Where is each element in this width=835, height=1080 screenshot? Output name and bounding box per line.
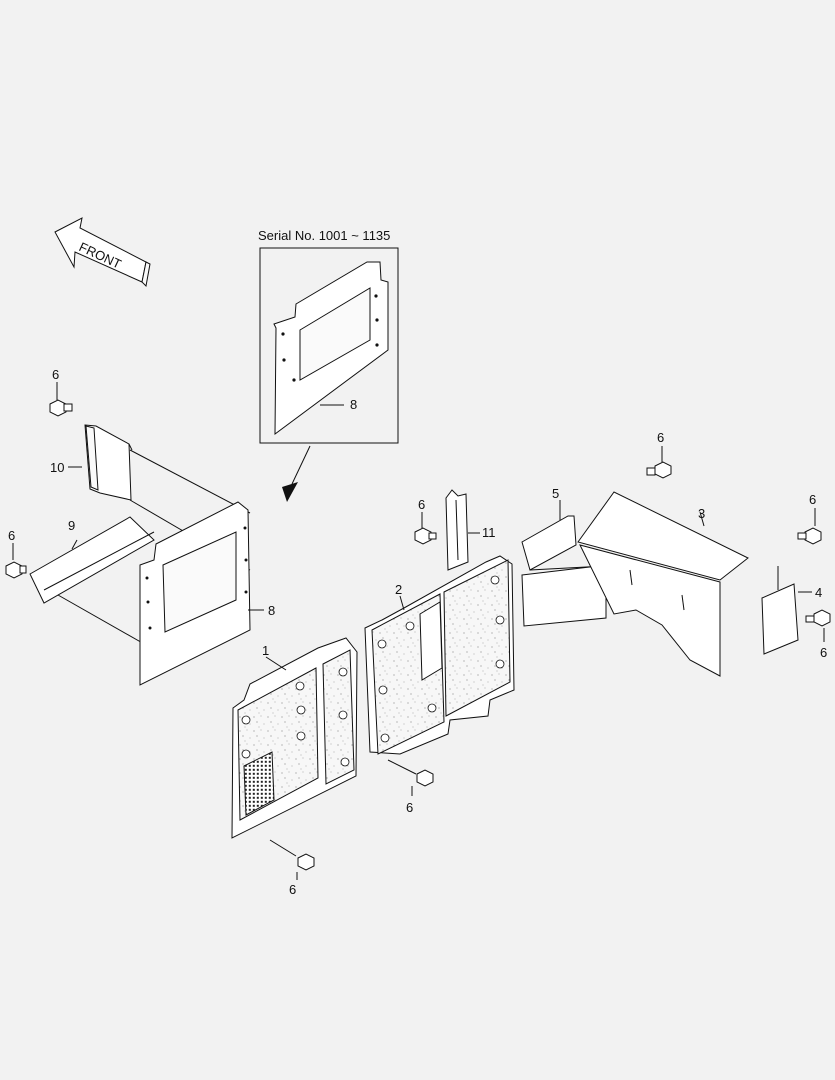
callout-6c: 6 bbox=[289, 882, 296, 897]
bolt-6-upper-left: 6 bbox=[49, 367, 73, 417]
part-8-panel: 8 bbox=[139, 501, 275, 686]
callout-6g: 6 bbox=[809, 492, 816, 507]
callout-6e: 6 bbox=[418, 497, 425, 512]
bolt-6-upper-center: 6 bbox=[414, 497, 437, 545]
bolt-6-top-right: 6 bbox=[646, 430, 672, 479]
part-9-angle: 9 bbox=[29, 516, 155, 646]
inset-title: Serial No. 1001 ~ 1135 bbox=[258, 228, 390, 243]
part-1-panel: 1 bbox=[231, 637, 358, 839]
bolt-6-bottom: 6 bbox=[269, 839, 315, 897]
part-10-bracket: 10 bbox=[50, 424, 251, 571]
bolt-6-left: 6 bbox=[5, 528, 27, 579]
inset-part-label-8: 8 bbox=[350, 397, 357, 412]
part-2-panel: 2 bbox=[364, 555, 515, 755]
callout-3: 3 bbox=[698, 506, 705, 521]
part-3-cover: 3 bbox=[577, 491, 749, 677]
bolt-6-right-upper: 6 bbox=[797, 492, 822, 545]
part-5-bracket: 5 bbox=[521, 486, 607, 627]
callout-9: 9 bbox=[68, 518, 75, 533]
serial-inset-box: Serial No. 1001 ~ 1135 8 bbox=[258, 228, 399, 502]
callout-10: 10 bbox=[50, 460, 64, 475]
callout-4: 4 bbox=[815, 585, 822, 600]
part-4-plate: 4 bbox=[761, 566, 822, 655]
callout-8: 8 bbox=[268, 603, 275, 618]
callout-6f: 6 bbox=[657, 430, 664, 445]
callout-6h: 6 bbox=[820, 645, 827, 660]
callout-6d: 6 bbox=[406, 800, 413, 815]
part-11-bracket: 11 bbox=[445, 489, 496, 571]
callout-5: 5 bbox=[552, 486, 559, 501]
callout-1: 1 bbox=[262, 643, 269, 658]
callout-2: 2 bbox=[395, 582, 402, 597]
callout-11: 11 bbox=[482, 525, 496, 540]
bolt-6-right-lower: 6 bbox=[805, 609, 831, 660]
callout-6b: 6 bbox=[8, 528, 15, 543]
bolt-6-center: 6 bbox=[387, 759, 434, 815]
front-direction-arrow: FRONT bbox=[54, 217, 151, 288]
callout-6a: 6 bbox=[52, 367, 59, 382]
